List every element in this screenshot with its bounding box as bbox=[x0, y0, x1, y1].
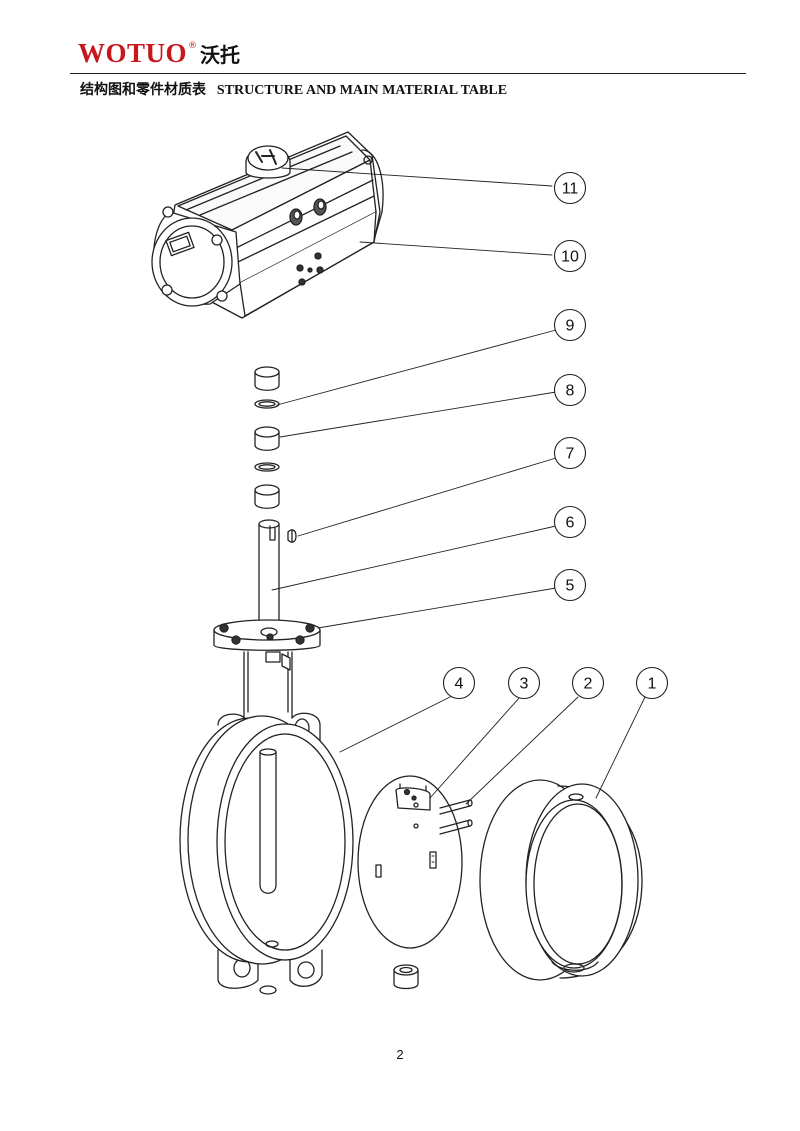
svg-text:11: 11 bbox=[562, 181, 579, 198]
registered-mark: ® bbox=[188, 41, 198, 51]
svg-text:3: 3 bbox=[520, 676, 529, 693]
brand-logo: WOTUO ® 沃托 bbox=[78, 38, 240, 68]
brand-name: WOTUO bbox=[78, 38, 188, 68]
svg-text:7: 7 bbox=[566, 446, 575, 463]
svg-text:1: 1 bbox=[648, 676, 657, 693]
callout-3: 3 bbox=[507, 666, 541, 700]
valve-seat-liner bbox=[479, 779, 643, 981]
callout-10: 10 bbox=[553, 239, 587, 273]
bottom-bushing bbox=[393, 964, 419, 990]
page-title-cn: 结构图和零件材质表 bbox=[80, 82, 206, 98]
stem-bushings bbox=[254, 366, 280, 509]
svg-text:9: 9 bbox=[566, 318, 575, 335]
callout-bubbles: 11 10 9 8 7 6 5 4 bbox=[442, 171, 669, 700]
svg-text:2: 2 bbox=[584, 676, 593, 693]
callout-8: 8 bbox=[553, 373, 587, 407]
callout-11: 11 bbox=[553, 171, 587, 205]
header-rule bbox=[70, 73, 746, 74]
taper-pin bbox=[287, 529, 297, 543]
svg-text:6: 6 bbox=[566, 515, 575, 532]
callout-9: 9 bbox=[553, 308, 587, 342]
svg-text:5: 5 bbox=[566, 578, 575, 595]
callout-1: 1 bbox=[635, 666, 669, 700]
callout-6: 6 bbox=[553, 505, 587, 539]
callout-4: 4 bbox=[442, 666, 476, 700]
leader-lines bbox=[271, 167, 646, 805]
page-number: 2 bbox=[396, 1047, 404, 1062]
callout-5: 5 bbox=[553, 568, 587, 602]
svg-text:8: 8 bbox=[566, 383, 575, 400]
callout-7: 7 bbox=[553, 436, 587, 470]
svg-text:10: 10 bbox=[561, 249, 579, 266]
brand-name-cn: 沃托 bbox=[200, 43, 241, 67]
valve-disc bbox=[357, 775, 463, 949]
svg-text:4: 4 bbox=[455, 676, 464, 693]
page-title-en: STRUCTURE AND MAIN MATERIAL TABLE bbox=[216, 83, 508, 98]
page-title: 结构图和零件材质表 STRUCTURE AND MAIN MATERIAL TA… bbox=[80, 79, 507, 99]
valve-body bbox=[179, 619, 354, 995]
valve-stem bbox=[258, 519, 280, 631]
pneumatic-actuator bbox=[151, 131, 384, 319]
callout-2: 2 bbox=[571, 666, 605, 700]
